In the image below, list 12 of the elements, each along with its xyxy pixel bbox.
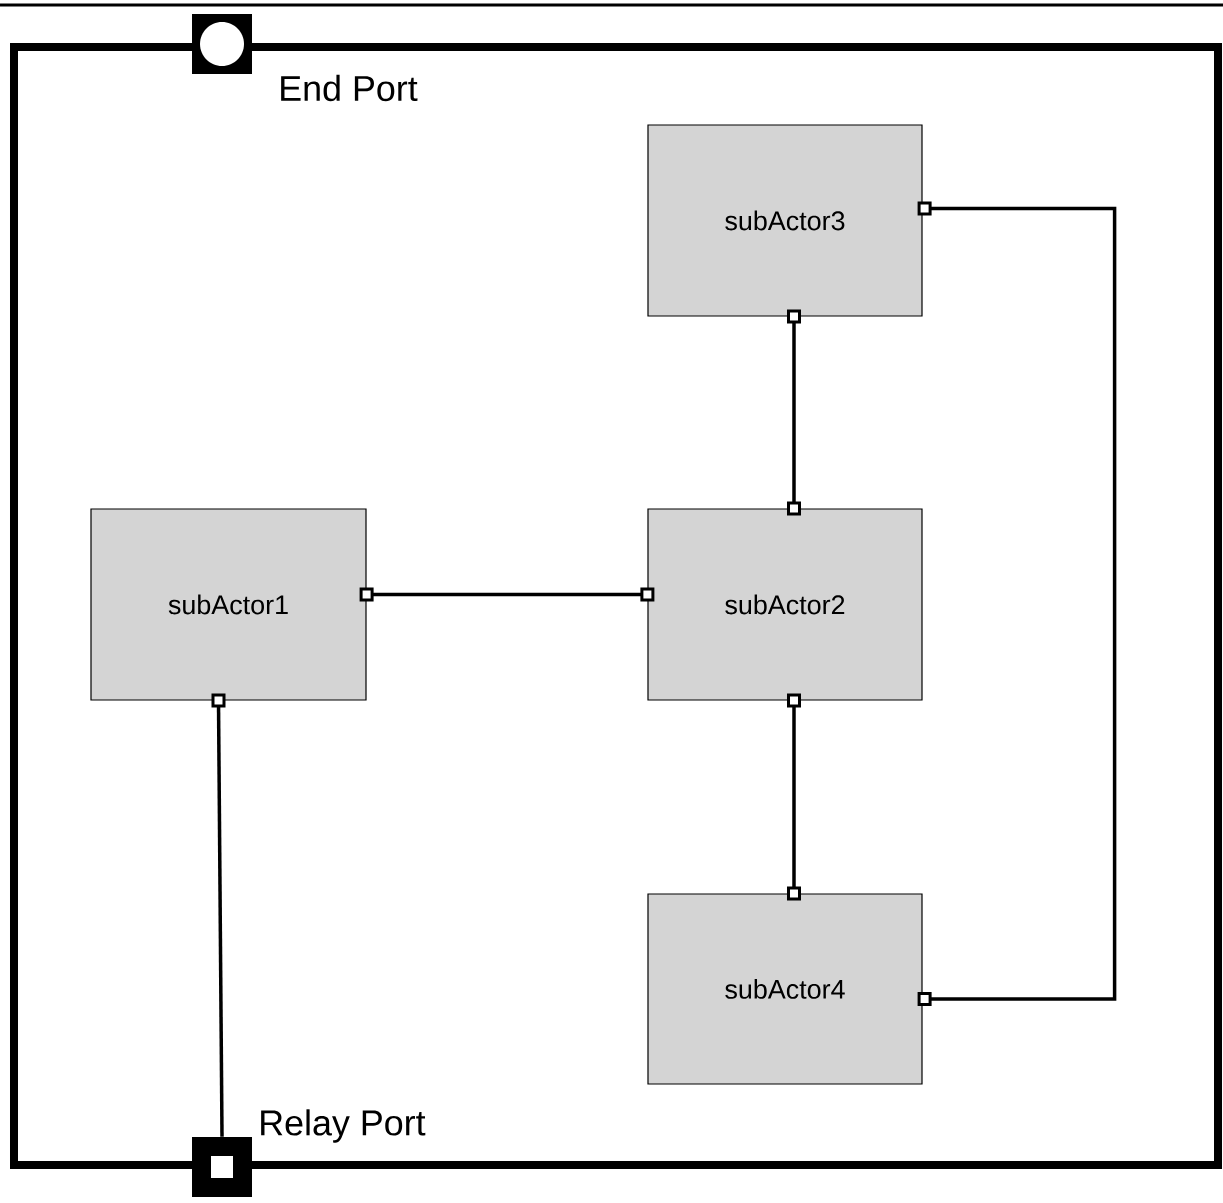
connector-line xyxy=(917,201,1117,1006)
port-label: Relay Port xyxy=(261,1109,426,1143)
connector-line xyxy=(359,587,655,602)
actor-box: subActor2 xyxy=(647,508,923,701)
connector-line xyxy=(211,693,226,1137)
actor-box: subActor4 xyxy=(647,893,923,1085)
actor-box: subActor1 xyxy=(90,508,367,701)
port-label: End Port xyxy=(281,74,418,102)
actor-box: subActor3 xyxy=(647,124,923,317)
connector-line xyxy=(787,309,801,516)
frame-box xyxy=(10,43,1222,1169)
connector-line xyxy=(787,693,801,901)
